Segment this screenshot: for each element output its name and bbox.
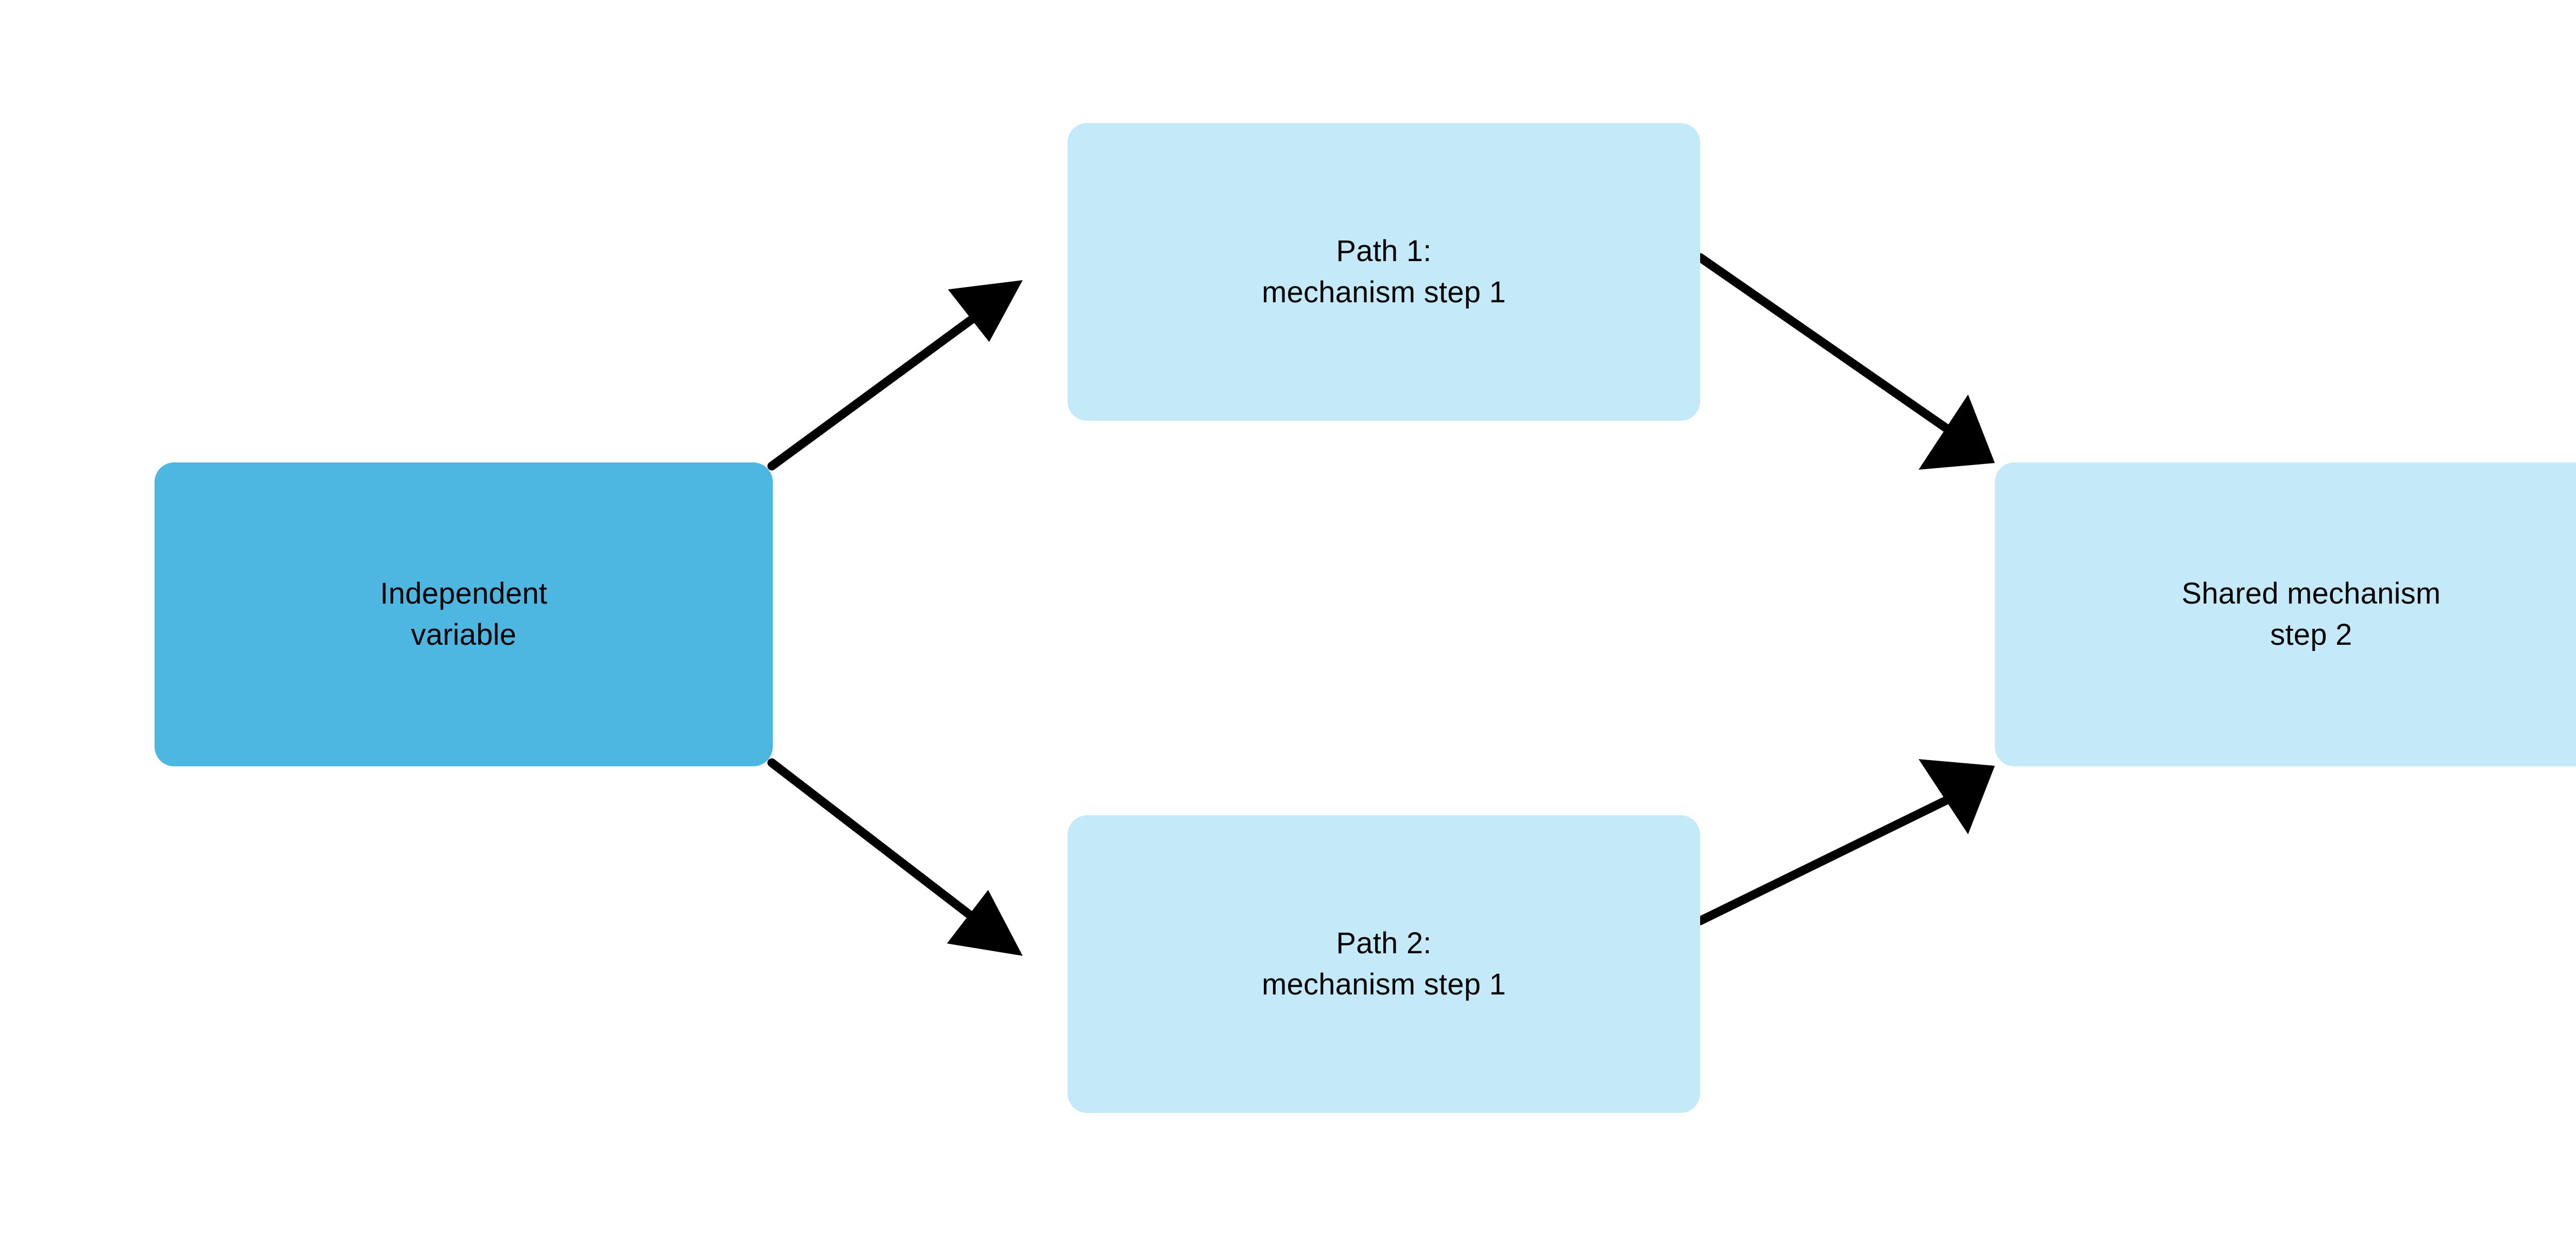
node-independent-variable-label: Independent variable <box>380 576 548 651</box>
arrowhead-icon <box>947 890 1023 956</box>
edge-independent-to-path1 <box>767 280 1023 471</box>
arrowhead-icon <box>1919 394 1995 470</box>
edge-path2-to-shared <box>1696 759 1995 925</box>
node-independent-variable[interactable]: Independent variable <box>155 462 773 766</box>
edge-independent-to-path2 <box>767 758 1023 956</box>
edge-line <box>1696 793 1957 925</box>
node-shared-mechanism-step-2[interactable]: Shared mechanism step 2 <box>1995 462 2576 766</box>
arrowhead-icon <box>1919 759 1995 834</box>
edge-path1-to-shared <box>1696 253 1995 470</box>
node-path-1-mechanism-step-1[interactable]: Path 1: mechanism step 1 <box>1067 123 1700 421</box>
edge-line <box>767 758 984 926</box>
node-path-1-label: Path 1: mechanism step 1 <box>1262 234 1506 309</box>
edge-line <box>1696 253 1957 437</box>
node-path-2-mechanism-step-1[interactable]: Path 2: mechanism step 1 <box>1067 815 1700 1113</box>
arrowhead-icon <box>948 280 1023 342</box>
edge-line <box>767 310 984 471</box>
node-path-2-label: Path 2: mechanism step 1 <box>1262 926 1506 1001</box>
node-shared-mechanism-label: Shared mechanism step 2 <box>2181 576 2441 651</box>
